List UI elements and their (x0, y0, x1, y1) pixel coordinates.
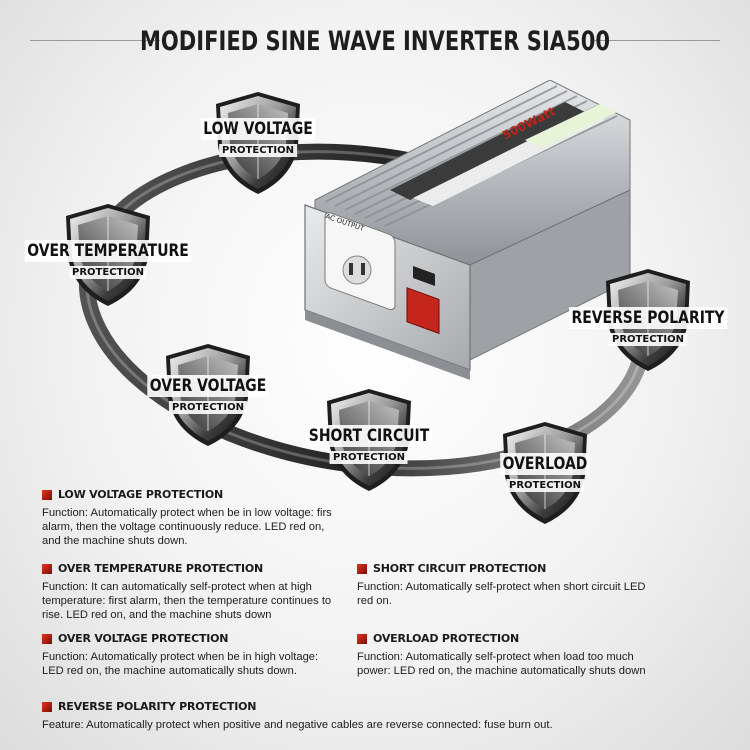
title-rule-left (30, 40, 160, 41)
bullet-square-icon (357, 634, 367, 644)
label-low-voltage-sub: PROTECTION (219, 144, 297, 157)
desc-over-voltage-title: OVER VOLTAGE PROTECTION (58, 632, 229, 645)
label-short-circuit-title: SHORT CIRCUIT (306, 425, 432, 447)
desc-overload-text: Function: Automatically self-protect whe… (357, 651, 646, 677)
label-over-temperature: OVER TEMPERATURE PROTECTION (6, 240, 209, 280)
desc-reverse-polarity-text: Feature: Automatically protect when posi… (42, 719, 553, 731)
bullet-square-icon (357, 564, 367, 574)
desc-reverse-polarity-title: REVERSE POLARITY PROTECTION (58, 700, 257, 713)
bullet-square-icon (42, 702, 52, 712)
desc-short-circuit-text: Function: Automatically self-protect whe… (357, 581, 646, 607)
bullet-square-icon (42, 490, 52, 500)
label-low-voltage: LOW VOLTAGE PROTECTION (188, 118, 328, 158)
label-short-circuit-sub: PROTECTION (330, 451, 408, 464)
label-reverse-polarity: REVERSE POLARITY PROTECTION (552, 307, 745, 347)
inverter-product-image: AC OUTPUT 500Watt (304, 80, 631, 380)
label-reverse-polarity-title: REVERSE POLARITY (569, 307, 727, 329)
label-overload-title: OVERLOAD (500, 453, 590, 475)
bullet-square-icon (42, 634, 52, 644)
label-over-voltage: OVER VOLTAGE PROTECTION (134, 375, 282, 415)
label-overload-sub: PROTECTION (506, 479, 584, 492)
desc-over-voltage-text: Function: Automatically protect when be … (42, 651, 319, 677)
desc-over-temperature-text: Function: It can automatically self-prot… (42, 581, 332, 621)
desc-low-voltage: LOW VOLTAGE PROTECTION Function: Automat… (42, 488, 342, 548)
desc-reverse-polarity: REVERSE POLARITY PROTECTION Feature: Aut… (42, 700, 722, 732)
desc-over-temperature: OVER TEMPERATURE PROTECTION Function: It… (42, 562, 342, 622)
desc-overload: OVERLOAD PROTECTION Function: Automatica… (357, 632, 657, 678)
label-reverse-polarity-sub: PROTECTION (609, 333, 687, 346)
title-rule-right (590, 40, 720, 41)
label-over-voltage-sub: PROTECTION (169, 401, 247, 414)
label-over-temperature-title: OVER TEMPERATURE (24, 240, 192, 262)
desc-short-circuit: SHORT CIRCUIT PROTECTION Function: Autom… (357, 562, 657, 608)
desc-low-voltage-text: Function: Automatically protect when be … (42, 507, 332, 547)
page-title: MODIFIED SINE WAVE INVERTER SIA500 (139, 26, 611, 57)
label-short-circuit: SHORT CIRCUIT PROTECTION (293, 425, 446, 465)
desc-short-circuit-title: SHORT CIRCUIT PROTECTION (373, 562, 547, 575)
label-over-voltage-title: OVER VOLTAGE (147, 375, 269, 397)
label-low-voltage-title: LOW VOLTAGE (200, 118, 316, 140)
label-over-temperature-sub: PROTECTION (69, 266, 147, 279)
desc-low-voltage-title: LOW VOLTAGE PROTECTION (58, 488, 224, 501)
desc-over-temperature-title: OVER TEMPERATURE PROTECTION (58, 562, 264, 575)
label-overload: OVERLOAD PROTECTION (490, 453, 599, 493)
bullet-square-icon (42, 564, 52, 574)
desc-over-voltage: OVER VOLTAGE PROTECTION Function: Automa… (42, 632, 332, 678)
desc-overload-title: OVERLOAD PROTECTION (373, 632, 520, 645)
